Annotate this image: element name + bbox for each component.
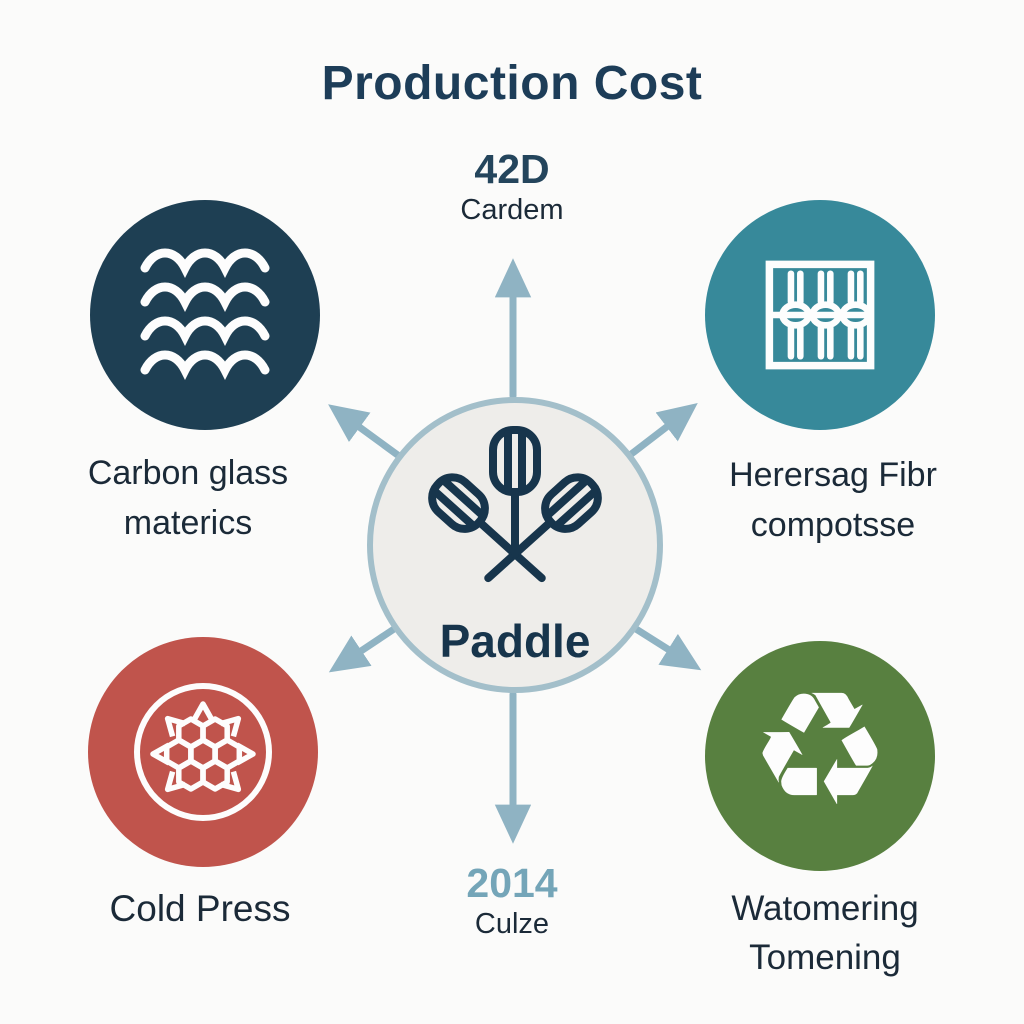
node-circle-cold-press: [88, 637, 318, 867]
label-line: Carbon glass: [87, 454, 289, 492]
top-node-caption: Cardem: [460, 194, 564, 226]
label-line: Watomering: [731, 889, 919, 928]
bottom-node-caption: Culze: [474, 908, 550, 940]
bottom-node-value: 2014: [466, 860, 558, 906]
arrow-upper-right: [626, 403, 698, 459]
label-line: Tomening: [749, 938, 901, 977]
label-cold-press: Cold Press: [40, 884, 360, 934]
node-circle-carbon-glass: [90, 200, 320, 430]
node-circle-recycling: ♻: [705, 641, 935, 871]
label-carbon-glass: Carbon glass materics: [28, 448, 348, 548]
label-recycling: Watomering Tomening: [660, 884, 990, 982]
arrow-upper-left: [328, 404, 403, 460]
label-line: Herersag Fibr: [729, 456, 937, 494]
loom-grid-icon: [745, 240, 895, 390]
label-line: materics: [123, 504, 253, 542]
honeycomb-icon: [120, 669, 286, 835]
label-line: compotsse: [750, 506, 916, 544]
arrow-lower-right: [632, 625, 702, 671]
top-node-value: 42D: [474, 146, 550, 192]
node-circle-fiber-composites: [705, 200, 935, 430]
recycle-icon: ♻: [749, 658, 891, 842]
center-node-label: Paddle: [439, 615, 591, 667]
paddles-icon: [410, 422, 620, 612]
arrow-lower-left: [328, 625, 398, 673]
page-title: Production Cost: [321, 57, 703, 110]
label-line: Cold Press: [109, 888, 291, 929]
waves-icon: [125, 240, 285, 390]
label-fiber-composites: Herersag Fibr compotsse: [668, 450, 998, 550]
center-node-circle: Paddle: [367, 397, 663, 693]
